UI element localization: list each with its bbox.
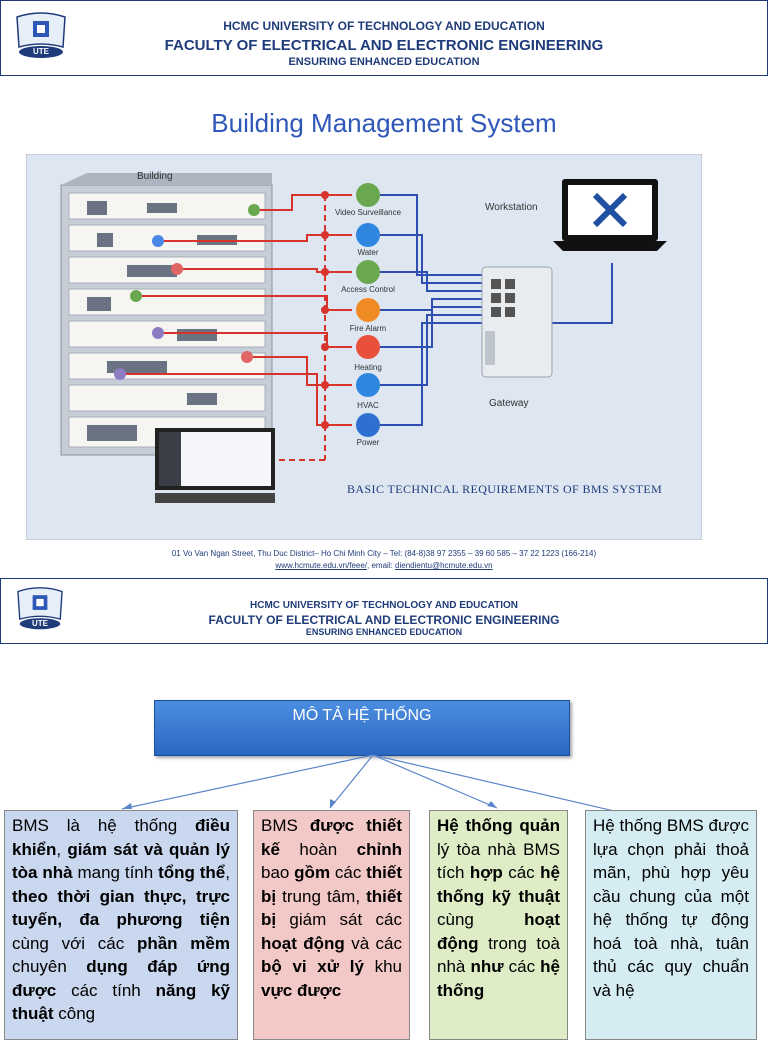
system-label-access: Access Control bbox=[341, 285, 395, 294]
system-label-heating: Heating bbox=[354, 363, 382, 372]
footer-address: 01 Vo Van Ngan Street, Thu Duc District–… bbox=[171, 549, 597, 558]
diagram-caption: BASIC TECHNICAL REQUIREMENTS OF BMS SYST… bbox=[347, 482, 663, 496]
faculty-name: FACULTY OF ELECTRICAL AND ELECTRONIC ENG… bbox=[164, 37, 604, 54]
website-link[interactable]: www.hcmute.edu.vn/feee/ bbox=[275, 561, 368, 570]
system-icons bbox=[356, 183, 380, 437]
system-label-hvac: HVAC bbox=[357, 401, 379, 410]
header-banner-2: UTE HCMC UNIVERSITY OF TECHNOLOGY AND ED… bbox=[0, 578, 768, 644]
description-box-3: Hệ thống quản lý tòa nhà BMS tích hợp cá… bbox=[429, 810, 568, 1040]
slogan: ENSURING ENHANCED EDUCATION bbox=[288, 56, 480, 68]
header-banner: UTE HCMC UNIVERSITY OF TECHNOLOGY AND ED… bbox=[0, 0, 768, 76]
university-name: HCMC UNIVERSITY OF TECHNOLOGY AND EDUCAT… bbox=[223, 19, 545, 33]
description-box-4: Hệ thống BMS được lựa chọn phải thoả mãn… bbox=[585, 810, 757, 1040]
ute-logo-graphic bbox=[16, 12, 66, 58]
gateway-label: Gateway bbox=[489, 398, 529, 409]
section-title-box: MÔ TẢ HỆ THỐNG bbox=[154, 700, 570, 756]
ute-logo-graphic-2 bbox=[17, 587, 63, 630]
workstation-laptop bbox=[553, 179, 667, 251]
monitor-display bbox=[155, 428, 275, 503]
footer-contact: www.hcmute.edu.vn/feee/, email: diendien… bbox=[0, 561, 768, 570]
workstation-label: Workstation bbox=[485, 202, 538, 213]
logo-text: UTE bbox=[33, 47, 49, 56]
page-title: Building Management System bbox=[211, 108, 557, 138]
system-label-power: Power bbox=[356, 438, 380, 447]
slogan-2: ENSURING ENHANCED EDUCATION bbox=[305, 627, 463, 637]
blue-connectors bbox=[380, 194, 613, 426]
bms-diagram: Building Workstation Gateway Video Surve… bbox=[26, 154, 702, 540]
university-name-2: HCMC UNIVERSITY OF TECHNOLOGY AND EDUCAT… bbox=[250, 600, 518, 611]
ute-logo-2: UTE bbox=[13, 586, 67, 632]
ute-logo: UTE bbox=[13, 11, 69, 61]
faculty-name-2: FACULTY OF ELECTRICAL AND ELECTRONIC ENG… bbox=[208, 613, 560, 627]
description-box-2: BMS được thiết kế hoàn chỉnh bao gồm các… bbox=[253, 810, 410, 1040]
system-label-water: Water bbox=[357, 248, 379, 257]
building-label: Building bbox=[137, 171, 173, 182]
email-label: , email: bbox=[367, 561, 396, 570]
building-illustration bbox=[60, 173, 273, 456]
email-link[interactable]: diendientu@hcmute.edu.vn bbox=[395, 561, 493, 570]
description-box-1: BMS là hệ thống điều khiển, giám sát và … bbox=[4, 810, 238, 1040]
logo-text-2: UTE bbox=[32, 619, 48, 628]
gateway-device bbox=[481, 266, 553, 378]
red-junctions bbox=[321, 191, 329, 429]
bms-diagram-graphic bbox=[60, 173, 667, 503]
system-label-fire: Fire Alarm bbox=[349, 324, 387, 333]
system-label-video: Video Surveillance bbox=[334, 208, 402, 217]
